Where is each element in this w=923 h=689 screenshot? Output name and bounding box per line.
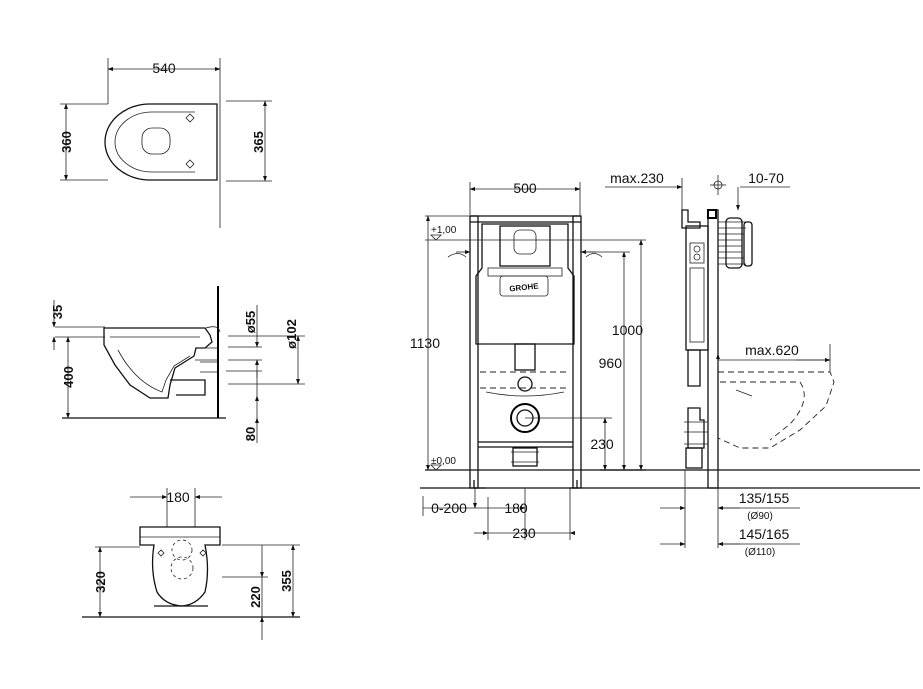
dim-o55: ø55 [243,311,258,333]
dim-1130: 1130 [410,335,440,351]
dim-max620: max.620 [745,342,799,358]
dim-960: 960 [599,355,623,371]
dim-365: 365 [251,131,266,153]
dim-o110: (Ø110) [745,547,775,558]
dim-180: 180 [166,489,190,505]
dim-80: 80 [243,427,258,441]
dim-1000: 1000 [612,322,643,338]
dim-145-165: 145/165 [739,526,790,542]
dim-35: 35 [50,305,65,319]
dim-360: 360 [59,131,74,153]
dim-230-vertical: 230 [590,436,614,452]
level-top: +1,00 [431,225,457,236]
dim-135-155: 135/155 [739,490,790,506]
front-view: 180 320 220 355 [82,488,300,640]
frame-front-view: 500 GROHE +1,00 [410,180,920,541]
brand-label [499,275,549,297]
dim-0-200: 0-200 [431,500,467,516]
level-bottom: ±0,00 [431,456,456,467]
dim-180-frame: 180 [504,500,528,516]
dim-10-70: 10-70 [748,170,784,186]
dim-320: 320 [93,571,108,593]
dim-230-horizontal: 230 [512,525,536,541]
frame-side-view: max.230 10-70 max.620 [600,170,920,558]
dim-max230: max.230 [610,170,664,186]
dim-o90: (Ø90) [747,511,773,522]
dim-o102: ø102 [284,319,299,349]
dim-500: 500 [513,180,537,196]
side-view: 35 400 ø55 ø102 80 [50,286,305,443]
brand-logo-text: GROHE [509,281,540,293]
dim-400: 400 [61,366,76,388]
dim-540: 540 [152,60,176,76]
dim-355: 355 [279,570,294,592]
dim-220: 220 [248,586,263,608]
top-view: 540 360 365 [59,58,272,228]
